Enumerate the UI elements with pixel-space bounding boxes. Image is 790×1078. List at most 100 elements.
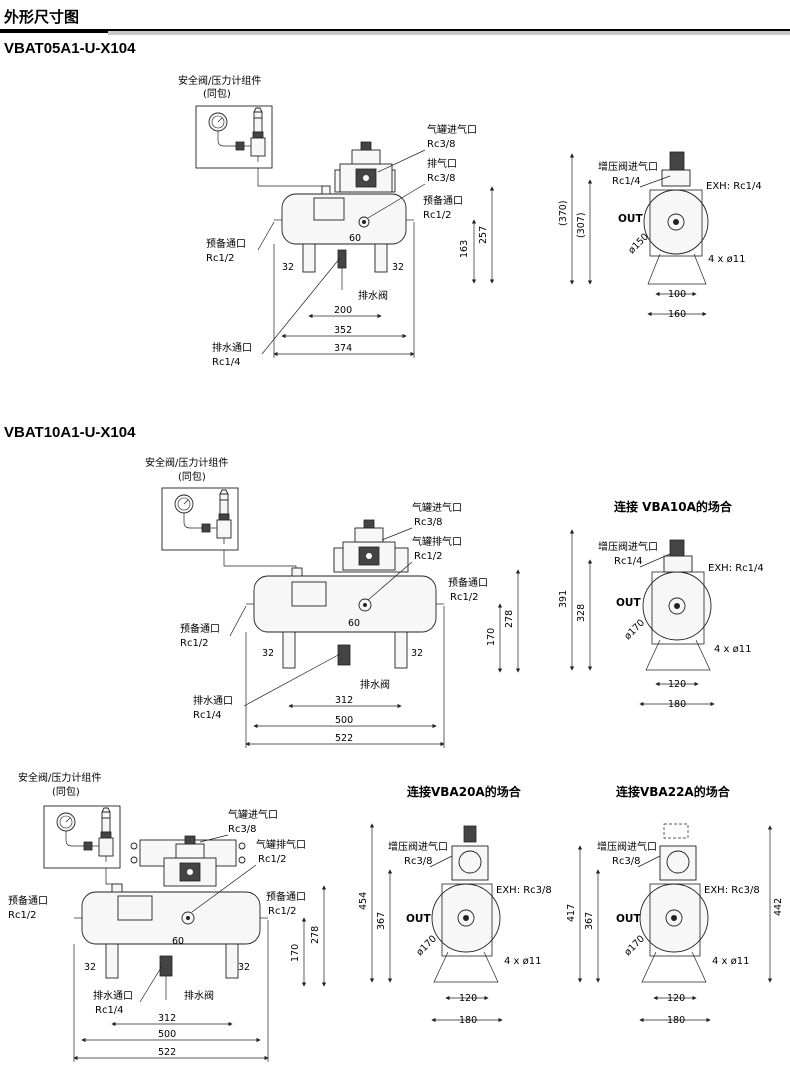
- m2-spare-port-left: 预备通口: [180, 622, 220, 635]
- m3-dim-32a: 32: [84, 962, 96, 973]
- m1-dim-163: 163: [459, 240, 470, 258]
- model-title-vbat10: VBAT10A1-U-X104: [4, 424, 136, 441]
- m3-dim-500: 500: [158, 1029, 176, 1040]
- m1-out-label: OUT: [618, 213, 643, 225]
- vba20a-exh: EXH: Rc3/8: [496, 885, 552, 896]
- m2-dim-170: 170: [486, 628, 497, 646]
- m2-dim-391: 391: [558, 590, 569, 608]
- model3-side-view: 安全阀/压力计组件 (同包) 气罐进气口 Rc3/8 气罐排气口 Rc1/2 预…: [8, 771, 327, 1062]
- kit3-label-1: 安全阀/压力计组件: [18, 771, 101, 784]
- vba20a-subtitle: 连接VBA20A的场合: [407, 784, 522, 799]
- m2-tank-exhaust-rc: Rc1/2: [414, 551, 443, 562]
- m2-drain-port: 排水通口: [193, 694, 233, 707]
- m2-dia170: ø170: [622, 617, 647, 642]
- m1-exhaust-label: 排气口: [427, 157, 457, 170]
- model1-end-view: OUT 增压阀进气口 Rc1/4 EXH: Rc1/4 ø150 4 x ø11…: [558, 151, 762, 320]
- m1-tank-inlet-label: 气罐进气口: [427, 123, 477, 136]
- m2-drain-valve: 排水阀: [360, 678, 390, 691]
- vba20a-booster-inlet: 增压阀进气口: [388, 840, 448, 853]
- m3-spare-port-left-rc: Rc1/2: [8, 910, 37, 921]
- m3-dim-170: 170: [290, 944, 301, 962]
- vba22a-dim-120: 120: [667, 993, 685, 1004]
- m2-booster-inlet: 增压阀进气口: [598, 540, 658, 553]
- kit2-label-1: 安全阀/压力计组件: [145, 456, 228, 469]
- m2-dim-500: 500: [335, 715, 353, 726]
- vba20a-dim-367: 367: [376, 912, 387, 930]
- model1-side-view: 安全阀/压力计组件 (同包) 气罐进气口 Rc3/8 排气口 Rc3/8 预备通…: [178, 74, 495, 368]
- m2-booster-inlet-rc: Rc1/4: [614, 556, 643, 567]
- m3-dim-278: 278: [310, 926, 321, 944]
- m1-dim-374: 374: [334, 343, 352, 354]
- m1-dim-307: (307): [576, 212, 587, 238]
- page-title: 外形尺寸图: [4, 8, 80, 26]
- m1-booster-inlet: 增压阀进气口: [598, 160, 658, 173]
- m3-tank-inlet: 气罐进气口: [228, 808, 278, 821]
- header-rule-gray: [108, 31, 790, 35]
- m1-exhaust-rc: Rc3/8: [427, 173, 456, 184]
- m1-tank-inlet-rc: Rc3/8: [427, 139, 456, 150]
- m2-spare-port-left-rc: Rc1/2: [180, 638, 209, 649]
- m1-dim-32a: 32: [282, 262, 294, 273]
- m2-drain-port-rc: Rc1/4: [193, 710, 222, 721]
- m1-exh-label: EXH: Rc1/4: [706, 181, 762, 192]
- m1-dim-200: 200: [334, 305, 352, 316]
- m2-exh-label: EXH: Rc1/4: [708, 563, 764, 574]
- vba20a-dim-180: 180: [459, 1015, 477, 1026]
- m1-spare-port-left: 预备通口: [206, 237, 246, 250]
- m3-spare-port-right-rc: Rc1/2: [268, 906, 297, 917]
- vba20a-dia170: ø170: [414, 933, 439, 958]
- m3-spare-port-right: 预备通口: [266, 890, 306, 903]
- m3-tank-inlet-rc: Rc3/8: [228, 824, 257, 835]
- m2-dim-60: 60: [348, 618, 360, 629]
- vba22a-dim-442: 442: [773, 898, 784, 916]
- m2-spare-port-right: 预备通口: [448, 576, 488, 589]
- m1-dim-160: 160: [668, 309, 686, 320]
- vba20a-dim-454: 454: [358, 892, 369, 910]
- vba20a-booster-inlet-rc: Rc3/8: [404, 856, 433, 867]
- m1-spare-port-right: 预备通口: [423, 194, 463, 207]
- m2-dim-312: 312: [335, 695, 353, 706]
- m2-tank-exhaust: 气罐排气口: [412, 535, 462, 548]
- vba22a-feet: 4 x ø11: [712, 956, 749, 967]
- vba20a-feet: 4 x ø11: [504, 956, 541, 967]
- m1-booster-inlet-rc: Rc1/4: [612, 176, 641, 187]
- vba20a-end-view: 连接VBA20A的场合 OUT 增压阀进气口 Rc3/8 EXH: Rc3/8 …: [358, 784, 552, 1026]
- m2-tank-inlet: 气罐进气口: [412, 501, 462, 514]
- vba22a-exh: EXH: Rc3/8: [704, 885, 760, 896]
- vba22a-dim-367: 367: [584, 912, 595, 930]
- m1-dim-352: 352: [334, 325, 352, 336]
- vba22a-booster-inlet-rc: Rc3/8: [612, 856, 641, 867]
- m2-dim-180: 180: [668, 699, 686, 710]
- model2-end-view: 连接 VBA10A的场合 OUT 增压阀进气口 Rc1/4 EXH: Rc1/4…: [558, 499, 764, 710]
- m3-dim-522: 522: [158, 1047, 176, 1058]
- m1-dim-32b: 32: [392, 262, 404, 273]
- vba20a-dim-120: 120: [459, 993, 477, 1004]
- vba22a-end-view: 连接VBA22A的场合 OUT 增压阀进气口 Rc3/8 EXH: Rc3/8 …: [566, 784, 784, 1026]
- vba22a-booster-inlet: 增压阀进气口: [597, 840, 657, 853]
- m3-tank-exhaust: 气罐排气口: [256, 838, 306, 851]
- kit3-label-2: (同包): [52, 785, 80, 798]
- vba22a-dim-180: 180: [667, 1015, 685, 1026]
- vba22a-out: OUT: [616, 913, 641, 925]
- m1-spare-port-right-rc: Rc1/2: [423, 210, 452, 221]
- m2-dim-32a: 32: [262, 648, 274, 659]
- m3-drain-port: 排水通口: [93, 989, 133, 1002]
- m1-feet-label: 4 x ø11: [708, 254, 745, 265]
- m3-drain-valve: 排水阀: [184, 989, 214, 1002]
- kit-label-2: (同包): [203, 87, 231, 100]
- m2-dim-32b: 32: [411, 648, 423, 659]
- m1-dim-60: 60: [349, 233, 361, 244]
- m1-dim-257: 257: [478, 226, 489, 244]
- m2-dim-278: 278: [504, 610, 515, 628]
- m1-drain-port-rc: Rc1/4: [212, 357, 241, 368]
- vba22a-dia170: ø170: [622, 933, 647, 958]
- m2-out-label: OUT: [616, 597, 641, 609]
- m3-drain-port-rc: Rc1/4: [95, 1005, 124, 1016]
- m3-dim-32b: 32: [238, 962, 250, 973]
- header-bar: 外形尺寸图: [0, 0, 790, 38]
- vba22a-dim-417: 417: [566, 904, 577, 922]
- m2-feet-label: 4 x ø11: [714, 644, 751, 655]
- m3-dim-312: 312: [158, 1013, 176, 1024]
- model-title-vbat05: VBAT05A1-U-X104: [4, 40, 136, 57]
